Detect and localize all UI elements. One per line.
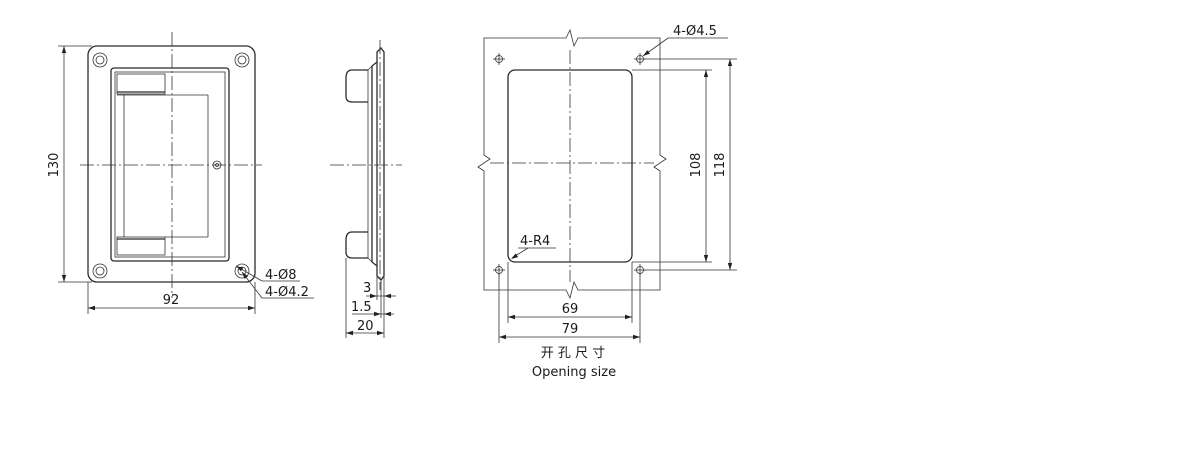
hole-leaders [234, 264, 314, 299]
radius-note-leader [509, 247, 556, 261]
dim-92 [87, 282, 256, 314]
radius-note: 4-R4 [520, 234, 550, 249]
hole-outer-note: 4-Ø8 [265, 268, 296, 283]
hole-inner-note: 4-Ø4.2 [265, 285, 309, 300]
side-bottom-lug [345, 231, 368, 259]
caption-english: Opening size [532, 365, 616, 380]
side-view: 3 1.5 20 [330, 40, 402, 338]
caption-chinese: 开 孔 尺 寸 [541, 346, 605, 361]
recess-inner-edge [114, 71, 226, 258]
dim-118 [644, 58, 737, 271]
dim-130 [58, 45, 92, 283]
dim-108 [632, 69, 712, 263]
dim-20-label: 20 [357, 319, 374, 334]
dim-130-label: 130 [47, 153, 62, 178]
dim-108-label: 108 [689, 153, 704, 178]
flange-outline [87, 45, 256, 283]
corner-holes [92, 52, 250, 279]
hole-note-leader [641, 37, 728, 58]
side-dims [345, 258, 396, 338]
dim-3-label: 3 [363, 281, 371, 296]
cutout-view: 4-Ø4.5 4-R4 108 118 [477, 24, 737, 380]
dim-69-label: 69 [562, 302, 579, 317]
dim-79 [498, 274, 641, 343]
panel-outline [477, 28, 667, 300]
dim-69 [507, 262, 633, 323]
side-flange [376, 47, 385, 281]
recess-outline [110, 67, 230, 262]
mounting-holes [493, 53, 646, 276]
dim-118-label: 118 [713, 153, 728, 178]
front-view: 130 92 4-Ø8 4-Ø4.2 [47, 32, 314, 314]
handle-bar [116, 73, 209, 256]
dim-79-label: 79 [562, 322, 579, 337]
dim-1-5-label: 1.5 [351, 300, 372, 315]
side-top-lug [345, 69, 368, 103]
hole-note: 4-Ø4.5 [673, 24, 717, 39]
dim-92-label: 92 [163, 293, 180, 308]
